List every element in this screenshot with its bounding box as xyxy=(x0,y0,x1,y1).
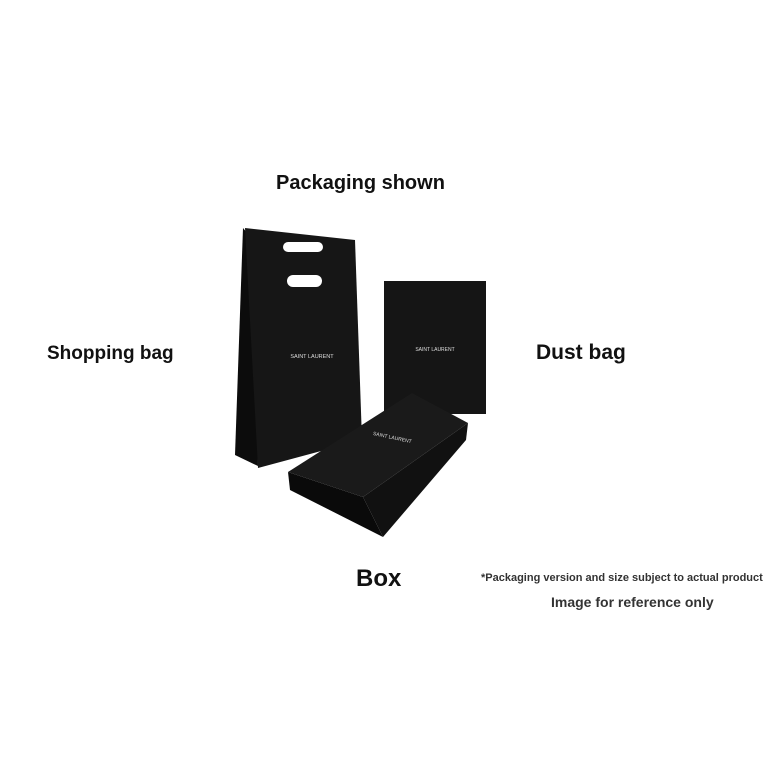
dust-bag-logo: SAINT LAURENT xyxy=(415,347,454,353)
box: SAINT LAURENT xyxy=(288,393,468,537)
reference-note: Image for reference only xyxy=(551,594,714,610)
box-label: Box xyxy=(356,565,402,592)
shopping-bag-label: Shopping bag xyxy=(47,343,174,364)
shopping-bag-logo: SAINT LAURENT xyxy=(290,354,334,360)
shopping-bag: SAINT LAURENT xyxy=(235,228,362,468)
dust-bag-label: Dust bag xyxy=(536,341,626,364)
dust-bag: SAINT LAURENT xyxy=(384,281,486,414)
packaging-note: *Packaging version and size subject to a… xyxy=(481,572,763,584)
page-title: Packaging shown xyxy=(276,172,445,194)
